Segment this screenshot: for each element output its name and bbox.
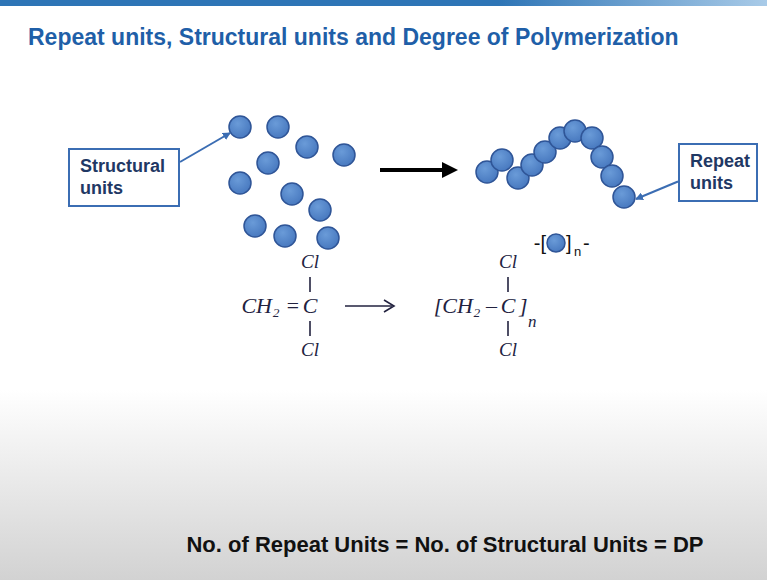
reaction-arrow (345, 300, 394, 312)
chem-label: Cl (301, 339, 319, 361)
leader-arrow (180, 133, 230, 162)
box-label: Structural units (80, 156, 168, 199)
chem-label: [CH₂ – (434, 293, 497, 318)
label-box: Structural units (68, 148, 180, 207)
bottom-ground (0, 390, 767, 580)
chem-label: Cl (499, 339, 517, 361)
chem-label: ] (566, 232, 572, 255)
repeat-unit-symbol (547, 234, 565, 252)
chem-label: n (574, 245, 581, 260)
label-box: Repeat units (678, 143, 758, 202)
chem-label: - (583, 232, 590, 255)
chem-label: C (501, 293, 516, 318)
big-arrow (380, 162, 458, 178)
box-label: Repeat units (690, 151, 746, 194)
bond-lines (310, 277, 508, 336)
structural-units-circles (229, 116, 355, 249)
equation-text: No. of Repeat Units = No. of Structural … (186, 532, 703, 557)
chem-label: n (528, 312, 537, 332)
chem-label: Cl (499, 251, 517, 273)
chem-label: -[ (534, 232, 546, 255)
chem-label: C (303, 293, 318, 318)
top-bar (0, 0, 767, 6)
chem-label: Cl (301, 251, 319, 273)
chem-label: CH₂ = (241, 293, 300, 318)
slide-title: Repeat units, Structural units and Degre… (28, 24, 679, 52)
chem-label: ] (519, 293, 528, 318)
leader-arrow (636, 181, 678, 199)
polymer-chain (476, 120, 635, 208)
